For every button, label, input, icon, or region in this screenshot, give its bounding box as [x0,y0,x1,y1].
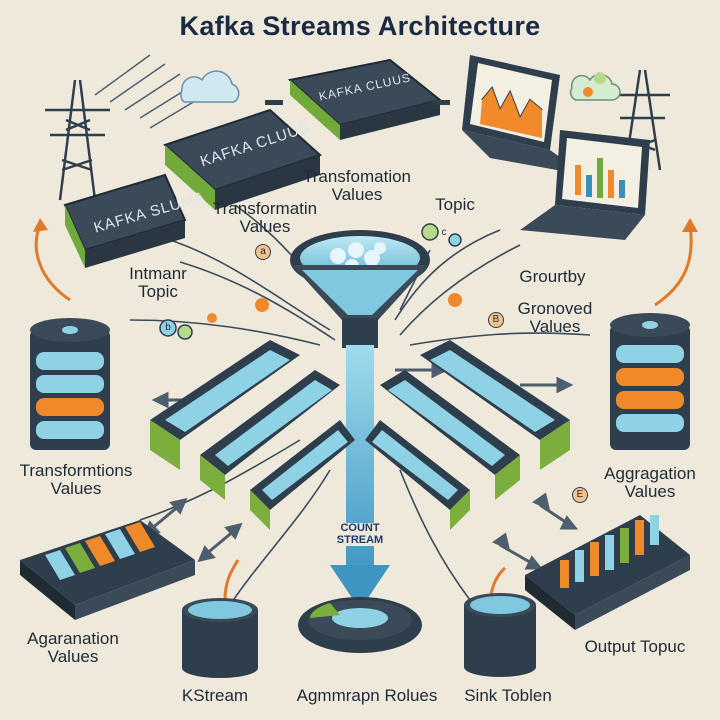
label-sink-table: Sink Toblen [464,686,552,705]
label-output-topic: Output Topuc [584,637,686,656]
wind-lines [94,54,206,129]
double-arrows [142,361,579,570]
label-count-stream: COUNT STREAM [325,522,395,547]
cloud-icon-right [569,73,621,101]
badge-b-left: b [165,322,171,333]
label-topic-right: Topic [435,195,475,214]
laptop-top-right-icon [462,55,585,175]
label-groupby: Grourtby [519,267,586,286]
funnel-icon [290,230,430,348]
sink-table-store-icon [464,593,536,677]
processor-board-left-icon [20,520,195,620]
label-grouped-values: Gronoved Values [517,299,593,336]
badge-e: E [572,487,588,503]
kstream-store-icon [182,598,258,678]
database-right-icon [610,313,690,450]
aggregation-dish-icon [298,597,422,653]
label-aggregation-values-right: Aggragation Values [604,464,696,501]
orange-arrowheads [33,218,698,232]
label-aggregation-values-left: Agaranation Values [27,629,119,666]
badge-a: a [255,244,271,260]
badge-c: c [441,227,447,238]
processor-board-right-icon [525,515,690,630]
pipeline-slabs [150,340,570,530]
label-transformations-values: Transformtions Values [19,461,133,498]
label-intermediate-topic: Intmanr Topic [129,264,187,301]
kafka-cluster-far-left [63,173,187,268]
label-kstream: KStream [181,686,249,705]
accent-dots [159,72,606,340]
laptop-right-icon [520,130,650,240]
cloud-icon [180,70,240,103]
label-transformation-values-top: Transfomation Values [302,167,412,204]
database-left-icon [30,318,110,450]
kafka-cluster-left [163,108,322,210]
label-transformation-values-left: Transformatin Values [212,199,318,236]
connector-dashes [265,100,450,105]
kafka-cluster-center [287,58,443,140]
badge-b-right: B [488,312,504,328]
label-aggregation-roles: Agmmrapn Rolues [296,686,438,705]
page-title: Kafka Streams Architecture [179,11,541,41]
power-tower-left-icon [45,79,110,201]
